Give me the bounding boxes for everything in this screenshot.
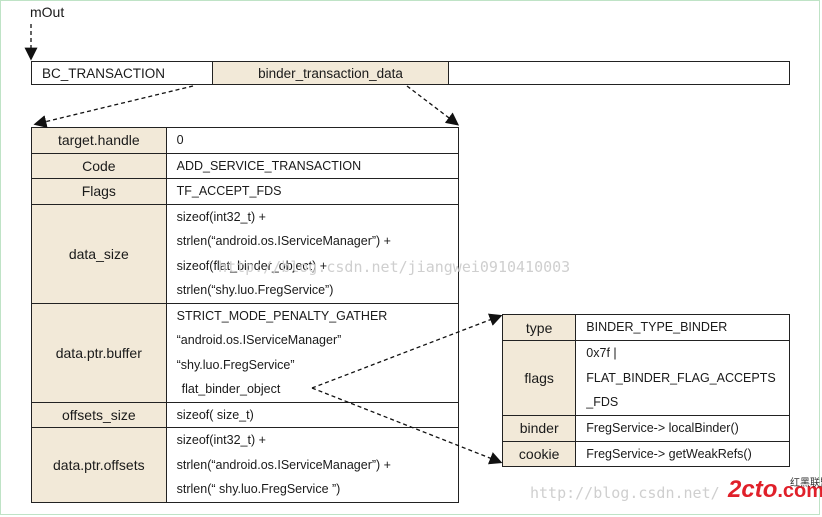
mout-label: mOut — [30, 4, 65, 20]
field-value: sizeof(int32_t) + strlen(“android.os.ISe… — [165, 427, 460, 503]
field-key: type — [501, 314, 577, 341]
field-key: binder — [501, 415, 577, 442]
binder-transaction-data-cell: binder_transaction_data — [213, 62, 449, 84]
table-row: offsets_size sizeof( size_t) — [31, 401, 460, 428]
blog-watermark: http://blog.csdn.net/jiangwei0910410003 — [218, 258, 571, 276]
field-value: BINDER_TYPE_BINDER — [575, 314, 790, 341]
value-line: sizeof(flat_binder_object) + — [176, 258, 328, 273]
value-line: “shy.luo.FregService” — [176, 357, 295, 372]
value-line: sizeof(int32_t) + — [176, 209, 266, 224]
value-line: 0 — [176, 133, 184, 147]
field-key: flags — [501, 340, 577, 416]
value-line: TF_ACCEPT_FDS — [176, 184, 282, 198]
value-line: 0x7f | — [586, 346, 617, 361]
value-line: FregService-> getWeakRefs() — [586, 446, 752, 461]
table-row: type BINDER_TYPE_BINDER — [501, 314, 790, 341]
field-key: data.ptr.offsets — [31, 427, 167, 503]
field-value: sizeof( size_t) — [165, 401, 460, 428]
value-line: BINDER_TYPE_BINDER — [586, 320, 728, 335]
field-value: STRICT_MODE_PENALTY_GATHER “android.os.I… — [165, 302, 460, 403]
table-row: data.ptr.offsets sizeof(int32_t) + strle… — [31, 427, 460, 503]
field-key: data.ptr.buffer — [31, 302, 167, 403]
table-row: flags 0x7f | FLAT_BINDER_FLAG_ACCEPTS _F… — [501, 340, 790, 416]
value-line: “android.os.IServiceManager” — [176, 333, 342, 347]
table-row: binder FregService-> localBinder() — [501, 415, 790, 442]
table-row: Flags TF_ACCEPT_FDS — [31, 178, 460, 205]
field-value: 0 — [165, 127, 460, 154]
logo-main: 2cto — [728, 476, 778, 503]
field-key: Flags — [31, 178, 167, 205]
binder-transaction-data-table: target.handle 0 Code ADD_SERVICE_TRANSAC… — [31, 127, 460, 503]
value-line: ADD_SERVICE_TRANSACTION — [176, 158, 362, 173]
table-row: data_size sizeof(int32_t) + strlen(“andr… — [31, 203, 460, 304]
value-line: strlen(“shy.luo.FregService”) — [176, 283, 334, 297]
field-key: offsets_size — [31, 401, 167, 428]
site-watermark: http://blog.csdn.net/ — [530, 484, 720, 502]
field-value: FregService-> getWeakRefs() — [575, 440, 790, 467]
mout-buffer: BC_TRANSACTION binder_transaction_data — [31, 61, 790, 85]
value-line: _FDS — [586, 395, 619, 410]
field-value: sizeof(int32_t) + strlen(“android.os.ISe… — [165, 203, 460, 304]
value-line: flat_binder_object — [181, 382, 281, 396]
value-line: sizeof(int32_t) + — [176, 433, 266, 447]
value-line: sizeof( size_t) — [176, 407, 254, 422]
value-line: FregService-> localBinder() — [586, 421, 739, 435]
value-line: strlen(“android.os.IServiceManager”) + — [176, 234, 391, 248]
field-value: 0x7f | FLAT_BINDER_FLAG_ACCEPTS _FDS — [575, 340, 790, 416]
value-line: FLAT_BINDER_FLAG_ACCEPTS — [586, 370, 776, 385]
logo-com: .com — [777, 480, 822, 502]
field-value: FregService-> localBinder() — [575, 415, 790, 442]
table-row: data.ptr.buffer STRICT_MODE_PENALTY_GATH… — [31, 302, 460, 403]
value-line: strlen(“android.os.IServiceManager”) + — [176, 457, 391, 472]
logo-watermark: 2cto.com 红黑联盟 — [728, 476, 822, 504]
field-key: cookie — [501, 440, 577, 467]
field-value: TF_ACCEPT_FDS — [165, 178, 460, 205]
table-row: cookie FregService-> getWeakRefs() — [501, 440, 790, 467]
flat-binder-arrow-top — [311, 313, 503, 389]
flat-binder-arrow-bottom — [311, 387, 503, 465]
value-line: STRICT_MODE_PENALTY_GATHER — [176, 308, 388, 323]
bc-transaction-cell: BC_TRANSACTION — [32, 62, 213, 84]
expand-arrow-right — [406, 85, 460, 126]
expand-arrow-left — [33, 85, 194, 128]
value-line: strlen(“ shy.luo.FregService ”) — [176, 482, 341, 496]
logo-cn: 红黑联盟 — [790, 478, 822, 489]
field-key: data_size — [31, 203, 167, 304]
flat-binder-object-table: type BINDER_TYPE_BINDER flags 0x7f | FLA… — [501, 314, 790, 467]
field-key: Code — [31, 152, 167, 179]
